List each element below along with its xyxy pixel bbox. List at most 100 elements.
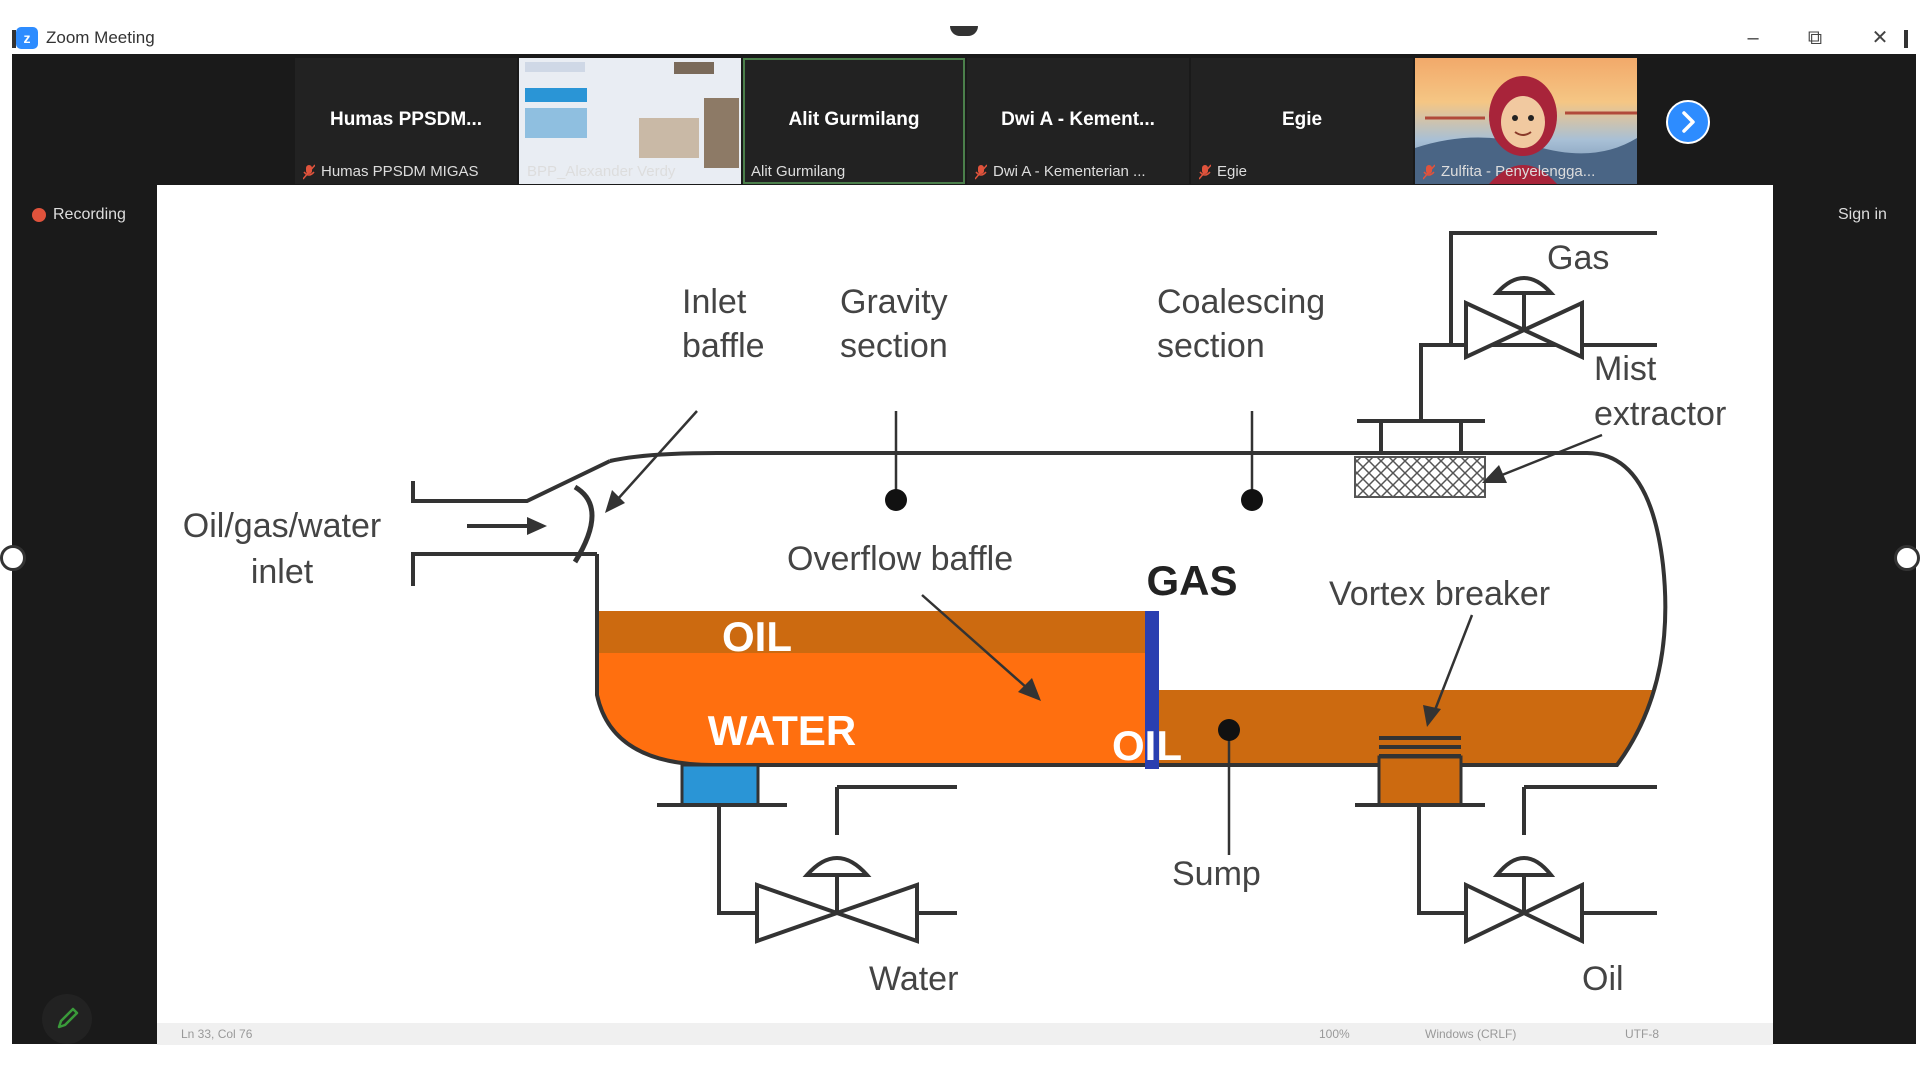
participant-label: Zulfita - Penyelengga... bbox=[1423, 163, 1629, 180]
leader-vortex-breaker bbox=[1433, 614, 1474, 711]
status-encoding: UTF-8 bbox=[1625, 1027, 1659, 1041]
gas-valve-actuator bbox=[1492, 276, 1556, 330]
leader-lines bbox=[616, 410, 1603, 855]
participant-label-text: Alit Gurmilang bbox=[751, 163, 846, 180]
label-water-outlet: Water bbox=[869, 960, 958, 998]
gravity-section-dot bbox=[885, 489, 907, 511]
pencil-icon bbox=[57, 1007, 79, 1029]
label-gas-phase: GAS bbox=[1146, 557, 1237, 604]
water-outlet-pipe bbox=[657, 785, 957, 915]
title-bar: z Zoom Meeting – ⧉ ✕ bbox=[0, 0, 1920, 54]
participant-label-text: Egie bbox=[1217, 163, 1248, 180]
status-bar: Ln 33, Col 76 100% Windows (CRLF) UTF-8 bbox=[157, 1023, 1773, 1045]
meeting-area: Humas PPSDM... Humas PPSDM MIGAS B bbox=[12, 54, 1916, 1045]
mic-muted-icon bbox=[975, 164, 987, 179]
arrow-head-overflow-baffle bbox=[1018, 678, 1041, 701]
status-zoom: 100% bbox=[1319, 1027, 1350, 1041]
leader-mist-extractor bbox=[1501, 433, 1603, 477]
zoom-logo-icon: z bbox=[16, 27, 38, 49]
participant-label: Egie bbox=[1199, 163, 1405, 180]
participant-tile[interactable]: Egie Egie bbox=[1191, 58, 1413, 184]
water-layer bbox=[560, 653, 1145, 765]
inlet-nozzle-top bbox=[411, 459, 611, 503]
coalescing-section-dot bbox=[1241, 489, 1263, 511]
participant-video bbox=[1415, 58, 1637, 184]
participant-tile[interactable]: Zulfita - Penyelengga... bbox=[1415, 58, 1637, 184]
drag-handle[interactable] bbox=[950, 26, 978, 36]
label-inlet-baffle-line2: baffle bbox=[682, 327, 765, 365]
label-coalescing-section-line2: section bbox=[1157, 327, 1265, 365]
oil-outlet-pipe bbox=[1355, 785, 1657, 915]
resize-handle-left[interactable] bbox=[0, 545, 26, 571]
gas-outlet-pipe bbox=[1357, 231, 1657, 453]
inlet-nozzle-bottom bbox=[411, 552, 597, 586]
participant-label-text: Zulfita - Penyelengga... bbox=[1441, 163, 1596, 180]
window-title: Zoom Meeting bbox=[46, 28, 155, 47]
label-inlet-line1: Oil/gas/water bbox=[183, 507, 381, 545]
label-gas-outlet: Gas bbox=[1547, 239, 1609, 277]
avatar bbox=[1415, 76, 1637, 184]
mic-muted-icon bbox=[303, 164, 315, 179]
recording-dot-icon bbox=[32, 208, 46, 222]
label-mist-extractor-line1: Mist bbox=[1594, 350, 1657, 388]
label-gravity-section-line2: section bbox=[840, 327, 948, 365]
resize-handle-right[interactable] bbox=[1894, 545, 1920, 571]
status-line-ending: Windows (CRLF) bbox=[1425, 1027, 1517, 1041]
thumbnail-image bbox=[519, 58, 741, 184]
arrow-head-inlet-baffle bbox=[605, 490, 625, 513]
label-mist-extractor-line2: extractor bbox=[1594, 395, 1726, 433]
sump-dot bbox=[1218, 719, 1240, 741]
label-inlet-line2: inlet bbox=[251, 553, 314, 591]
shared-screen: Oil/gas/water inlet Inlet baffle Gravity… bbox=[157, 185, 1773, 1045]
mic-muted-icon bbox=[1199, 164, 1211, 179]
participant-label: Alit Gurmilang bbox=[751, 163, 957, 180]
vortex-breaker bbox=[1377, 755, 1463, 807]
separator-diagram: Oil/gas/water inlet Inlet baffle Gravity… bbox=[183, 231, 1726, 998]
chevron-right-icon bbox=[1682, 111, 1695, 133]
label-sump: Sump bbox=[1172, 855, 1261, 893]
annotate-button[interactable] bbox=[42, 994, 92, 1044]
participant-name: Alit Gurmilang bbox=[788, 109, 920, 130]
participant-name: Humas PPSDM... bbox=[329, 109, 483, 130]
window-edge bbox=[12, 30, 16, 48]
close-button[interactable]: ✕ bbox=[1871, 27, 1889, 49]
oil-valve-actuator bbox=[1492, 856, 1556, 913]
participant-name: Dwi A - Kement... bbox=[1001, 109, 1155, 130]
label-gravity-section-line1: Gravity bbox=[840, 283, 948, 321]
window-edge bbox=[1904, 30, 1908, 48]
status-position: Ln 33, Col 76 bbox=[181, 1027, 253, 1041]
next-page-button[interactable] bbox=[1666, 100, 1710, 144]
oil-layer-right bbox=[1159, 690, 1666, 765]
participant-tile[interactable]: Humas PPSDM... Humas PPSDM MIGAS bbox=[295, 58, 517, 184]
sign-in-link[interactable]: Sign in bbox=[1838, 206, 1887, 223]
label-overflow-baffle: Overflow baffle bbox=[787, 540, 1013, 578]
label-water: WATER bbox=[708, 707, 857, 754]
arrow-head-vortex-breaker bbox=[1423, 705, 1441, 727]
mic-muted-icon bbox=[1423, 164, 1435, 179]
vessel-outline bbox=[595, 451, 1668, 767]
participant-label-text: Humas PPSDM MIGAS bbox=[321, 163, 479, 180]
participant-label: Dwi A - Kementerian ... bbox=[975, 163, 1181, 180]
participant-label: BPP_Alexander Verdy bbox=[527, 163, 733, 180]
water-outlet-nozzle bbox=[680, 763, 760, 807]
recording-label: Recording bbox=[53, 206, 126, 223]
participant-label-text: BPP_Alexander Verdy bbox=[527, 163, 676, 180]
leader-inlet-baffle bbox=[616, 410, 698, 501]
participant-label-text: Dwi A - Kementerian ... bbox=[993, 163, 1146, 180]
minimize-button[interactable]: – bbox=[1747, 27, 1759, 49]
label-inlet-baffle-line1: Inlet bbox=[682, 283, 747, 321]
participant-tile[interactable]: BPP_Alexander Verdy bbox=[519, 58, 741, 184]
inlet-baffle bbox=[572, 484, 595, 564]
oil-layer-left bbox=[560, 611, 1145, 653]
label-vortex-breaker: Vortex breaker bbox=[1329, 575, 1550, 613]
overflow-baffle bbox=[1145, 611, 1159, 769]
recording-indicator[interactable]: Recording bbox=[32, 206, 126, 224]
leader-overflow-baffle bbox=[921, 594, 1028, 689]
screen-share-thumbnail bbox=[519, 58, 741, 184]
label-coalescing-section-line1: Coalescing bbox=[1157, 283, 1325, 321]
label-oil-left: OIL bbox=[722, 613, 792, 660]
participant-tile-active[interactable]: Alit Gurmilang Alit Gurmilang bbox=[743, 58, 965, 184]
maximize-button[interactable]: ⧉ bbox=[1807, 27, 1823, 49]
participant-tile[interactable]: Dwi A - Kement... Dwi A - Kementerian ..… bbox=[967, 58, 1189, 184]
label-oil-outlet: Oil bbox=[1582, 960, 1624, 998]
